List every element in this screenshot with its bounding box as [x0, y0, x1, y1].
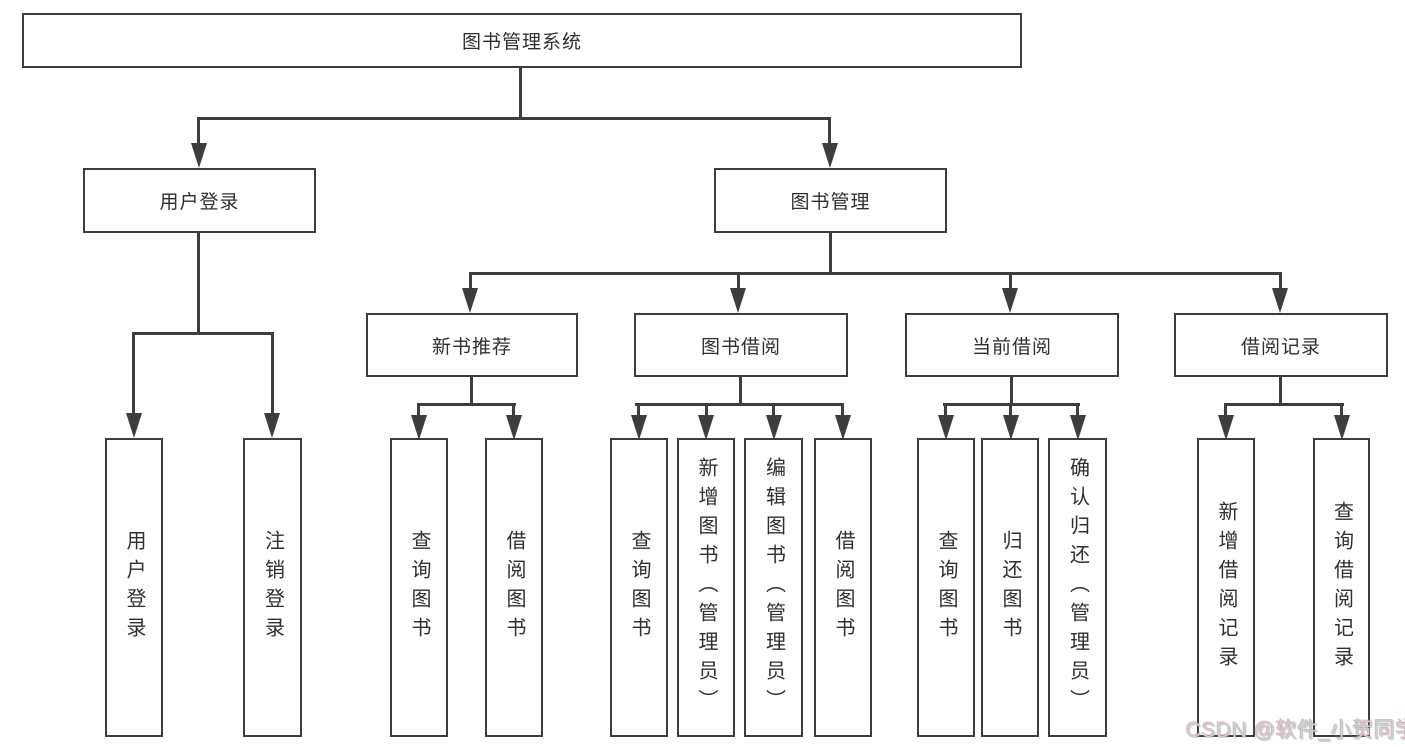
node-label: 查询借阅记录 [1330, 500, 1353, 675]
connector-stem-current-borrow [1009, 272, 1012, 292]
connector-group-bar [635, 403, 844, 406]
watermark-text: CSDN @软件_小贺同学 [1186, 719, 1405, 742]
node-label: 确认归还（管理员） [1066, 457, 1089, 718]
node-book-borrowing: 图书借阅 [634, 313, 848, 377]
arrow-down-icon [1002, 288, 1018, 313]
node-current-borrowing: 当前借阅 [905, 313, 1119, 377]
leaf-bb-edit-books-admin: 编辑图书（管理员） [744, 438, 803, 737]
connector-stem-leaf [841, 403, 844, 419]
node-label: 新增图书（管理员） [695, 457, 717, 718]
leaf-user-login: 用户登录 [105, 438, 163, 737]
arrow-down-icon [411, 415, 427, 440]
node-library-system: 图书管理系统 [22, 13, 1022, 68]
connector-stem-leaf [132, 332, 135, 416]
arrow-down-icon [264, 413, 280, 438]
node-label: 查询图书 [408, 529, 430, 646]
node-label: 编辑图书（管理员） [762, 457, 785, 718]
connector-stem-user-login [197, 117, 200, 149]
connector-group-bar [417, 403, 516, 406]
arrow-down-icon [730, 288, 746, 313]
connector-stem-leaf [705, 403, 708, 419]
leaf-logout: 注销登录 [243, 438, 302, 737]
arrow-down-icon [1334, 415, 1350, 440]
connector-stem-leaf [637, 403, 640, 419]
connector-stem-leaf [1009, 403, 1012, 419]
node-label: 新书推荐 [431, 336, 512, 358]
connector-group-stem [1279, 375, 1282, 405]
connector-stem-leaf [512, 403, 515, 419]
node-label: 图书管理系统 [461, 32, 582, 53]
connector-group-stem [1010, 375, 1013, 405]
connector-group-stem [470, 375, 473, 405]
node-label: 用户登录 [123, 529, 145, 646]
node-book-management: 图书管理 [714, 168, 947, 233]
connector-stem-leaf [1340, 403, 1343, 419]
arrow-down-icon [1218, 415, 1234, 440]
leaf-br-add-record: 新增借阅记录 [1197, 438, 1255, 737]
node-label: 用户登录 [159, 192, 240, 213]
node-label: 新增借阅记录 [1215, 500, 1237, 675]
node-label: 借阅图书 [832, 529, 854, 646]
leaf-cb-return-books: 归还图书 [981, 438, 1039, 737]
leaf-bb-query-books: 查询图书 [610, 438, 668, 737]
leaf-cb-confirm-return-admin: 确认归还（管理员） [1048, 438, 1107, 737]
arrow-down-icon [126, 413, 142, 438]
arrow-down-icon [766, 415, 782, 440]
arrow-down-icon [822, 143, 838, 168]
connector-user-login-stem [197, 231, 200, 335]
arrow-down-icon [938, 415, 954, 440]
arrow-down-icon [1272, 288, 1288, 313]
leaf-bb-add-books-admin: 新增图书（管理员） [677, 438, 735, 737]
connector-stem-borrow-records [1279, 272, 1282, 292]
node-label: 注销登录 [261, 529, 284, 646]
arrow-down-icon [1003, 415, 1019, 440]
node-label: 借阅图书 [503, 529, 525, 646]
arrow-down-icon [835, 415, 851, 440]
node-borrowing-records: 借阅记录 [1174, 313, 1388, 377]
arrow-down-icon [506, 415, 522, 440]
arrow-down-icon [1070, 415, 1086, 440]
node-label: 归还图书 [999, 529, 1021, 646]
connector-group-bar [1224, 403, 1344, 406]
connector-stem-leaf [271, 332, 274, 416]
leaf-cb-query-books: 查询图书 [917, 438, 975, 737]
node-user-login: 用户登录 [83, 168, 316, 233]
connector-user-login-bar [132, 332, 274, 335]
connector-level2-bar [197, 117, 831, 120]
connector-stem-leaf [1224, 403, 1227, 419]
connector-level3-bar [470, 272, 1281, 275]
arrow-down-icon [462, 288, 478, 313]
connector-stem-leaf [772, 403, 775, 419]
node-label: 当前借阅 [971, 336, 1052, 358]
connector-root-stem [519, 68, 522, 120]
leaf-nbr-borrow-books: 借阅图书 [485, 438, 543, 737]
node-label: 借阅记录 [1240, 336, 1321, 358]
arrow-down-icon [698, 415, 714, 440]
connector-stem-book-management [828, 117, 831, 149]
leaf-nbr-query-books: 查询图书 [390, 438, 448, 737]
connector-stem-leaf [1076, 403, 1079, 419]
connector-stem-leaf [417, 403, 420, 419]
arrow-down-icon [191, 143, 207, 168]
node-label: 查询图书 [628, 529, 650, 646]
connector-group-stem [739, 375, 742, 405]
connector-book-management-stem [829, 231, 832, 274]
connector-stem-leaf [944, 403, 947, 419]
node-label: 图书借阅 [700, 336, 781, 358]
node-label: 查询图书 [935, 529, 957, 646]
node-label: 图书管理 [790, 192, 871, 213]
node-new-book-recommendation: 新书推荐 [366, 313, 578, 377]
arrow-down-icon [631, 415, 647, 440]
connector-stem-book-borrow [737, 272, 740, 292]
leaf-bb-borrow-books: 借阅图书 [814, 438, 872, 737]
connector-stem-new-book [469, 272, 472, 292]
leaf-br-query-record: 查询借阅记录 [1313, 438, 1370, 737]
